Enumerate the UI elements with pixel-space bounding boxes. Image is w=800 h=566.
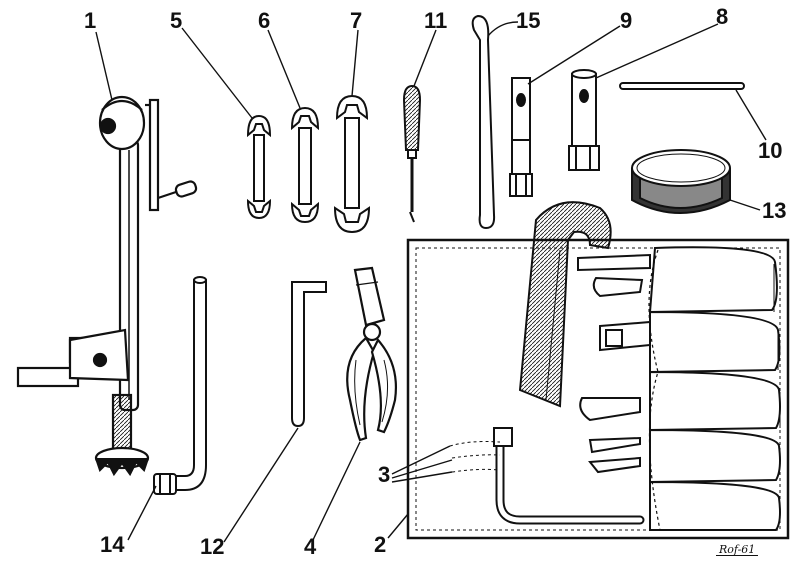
open-end-spanner-icon [333, 94, 371, 234]
tube-socket-wrench-icon [568, 69, 600, 171]
tommy-bar-icon [619, 82, 745, 90]
screwdriver-icon [402, 84, 422, 223]
open-end-spanner-icon [246, 114, 272, 220]
car-jack-icon [16, 95, 198, 477]
callout-number-9: 9 [620, 8, 633, 33]
tire-lever-icon [471, 14, 496, 230]
callout-number-4: 4 [304, 534, 317, 559]
pliers-icon [346, 266, 397, 442]
callout-number-12: 12 [200, 534, 225, 559]
callout-number-1: 1 [84, 8, 97, 33]
callout-number-13: 13 [762, 198, 787, 223]
open-end-spanner-icon [290, 106, 320, 224]
callout-leader-lines [95, 21, 767, 543]
grease-tin-icon [631, 149, 731, 214]
callout-number-5: 5 [170, 8, 183, 33]
callout-number-2: 2 [374, 532, 387, 557]
l-shaped-hex-key-icon [291, 281, 327, 428]
callout-number-7: 7 [350, 8, 363, 33]
canvas-tool-roll-icon [406, 201, 790, 540]
callout-number-8: 8 [716, 4, 729, 29]
callout-number-6: 6 [258, 8, 271, 33]
callout-number-15: 15 [516, 8, 541, 33]
callout-number-11: 11 [424, 8, 448, 33]
callout-number-3: 3 [378, 462, 391, 487]
callout-number-14: 14 [100, 532, 125, 557]
callout-number-10: 10 [758, 138, 783, 163]
l-shaped-socket-wrench-icon [153, 276, 207, 495]
tube-socket-wrench-icon [509, 77, 533, 197]
artist-signature: Rof-61 [716, 544, 759, 556]
